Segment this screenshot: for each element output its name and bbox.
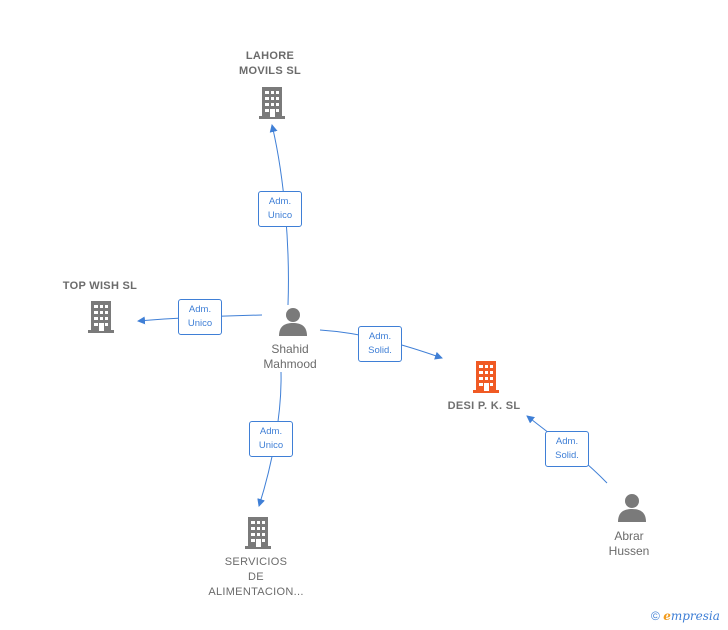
person-icon[interactable]: [616, 492, 648, 524]
role-badge-desi[interactable]: Adm. Solid.: [358, 326, 402, 362]
company-name-line: DE: [248, 571, 264, 583]
person-name-line: Abrar: [614, 529, 644, 543]
company-label-top-wish[interactable]: TOP WISH SL: [40, 279, 160, 294]
building-icon[interactable]: [85, 300, 117, 334]
role-line: Adm.: [555, 436, 579, 447]
company-name-line: TOP WISH SL: [62, 280, 138, 292]
role-line: Solid.: [555, 450, 579, 461]
company-name-line: LAHORE: [245, 50, 295, 62]
person-name-line: Hussen: [608, 544, 650, 558]
role-line: Adm.: [268, 196, 292, 207]
role-line: Adm.: [259, 426, 283, 437]
role-line: Unico: [258, 440, 284, 451]
building-icon-highlighted[interactable]: [470, 360, 502, 394]
role-line: Unico: [187, 318, 213, 329]
copyright-symbol: ©: [651, 609, 660, 623]
role-badge-lahore[interactable]: Adm. Unico: [258, 191, 302, 227]
company-name-line: MOVILS SL: [239, 65, 301, 77]
company-name-line: SERVICIOS: [224, 556, 288, 568]
footer-brand[interactable]: © empresia: [651, 609, 720, 623]
person-label-shahid-mahmood[interactable]: Shahid Mahmood: [230, 342, 350, 372]
company-label-desi-pk[interactable]: DESI P. K. SL: [424, 399, 544, 414]
role-badge-servicios[interactable]: Adm. Unico: [249, 421, 293, 457]
logo-text: mpresia: [670, 609, 720, 623]
building-icon[interactable]: [242, 516, 274, 550]
building-icon[interactable]: [256, 86, 288, 120]
company-label-lahore-movils[interactable]: LAHORE MOVILS SL: [210, 49, 330, 79]
person-label-abrar-hussen[interactable]: Abrar Hussen: [569, 529, 689, 559]
empresia-logo: empresia: [663, 609, 720, 623]
role-line: Unico: [267, 210, 293, 221]
role-line: Adm.: [368, 331, 392, 342]
role-badge-abrar[interactable]: Adm. Solid.: [545, 431, 589, 467]
role-line: Adm.: [188, 304, 212, 315]
person-name-line: Shahid: [271, 342, 309, 356]
company-name-line: DESI P. K. SL: [447, 400, 521, 412]
role-badge-topwish[interactable]: Adm. Unico: [178, 299, 222, 335]
person-icon[interactable]: [277, 306, 309, 338]
company-label-servicios[interactable]: SERVICIOS DE ALIMENTACION...: [196, 555, 316, 600]
logo-initial: e: [663, 609, 671, 623]
person-name-line: Mahmood: [263, 357, 317, 371]
role-line: Solid.: [368, 345, 392, 356]
company-name-line: ALIMENTACION...: [208, 586, 304, 598]
